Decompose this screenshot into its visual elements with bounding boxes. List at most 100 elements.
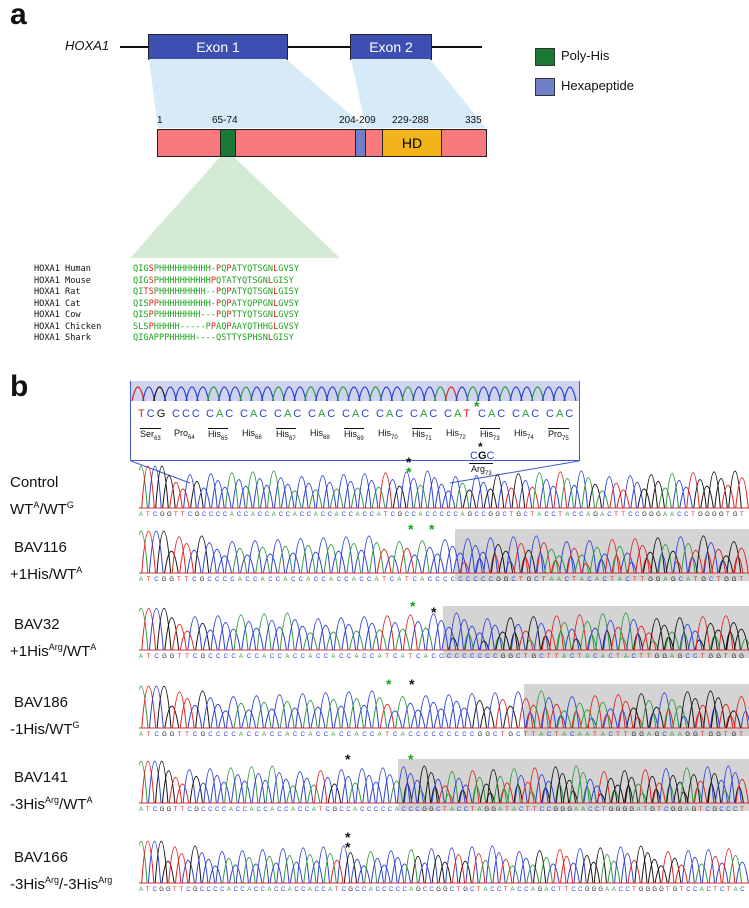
chromatogram-peak [464,626,480,651]
chromatogram-peak [407,554,422,574]
chromatogram-peak [195,690,210,729]
chromatogram-peak [465,770,480,804]
chromatogram-peak [310,706,326,729]
sample-name: BAV166 [14,849,68,866]
chromatogram-peak [141,608,157,651]
chromatogram-peak [581,477,596,509]
chromatogram-peak [604,539,620,574]
base-call: A [353,807,357,813]
chromatogram-peak [448,476,463,509]
base-call: C [470,654,475,660]
chromatogram-peak [343,481,358,509]
chromatogram-peak [487,625,503,651]
chromatogram-peak [364,851,378,884]
base-call: C [478,654,483,660]
base-call: A [663,577,667,583]
chromatogram-peak [174,853,189,884]
chromatogram-peak [672,705,688,729]
chromatogram-peak [427,477,442,509]
base-call: T [335,887,339,893]
sample-name: BAV116 [14,539,67,556]
base-call: T [185,732,189,738]
chromatogram-peak [652,782,666,804]
chromatogram-peak [233,703,249,729]
chromatogram-peak [301,483,316,509]
chromatogram-peak [588,484,603,509]
chromatogram-peak [357,473,372,509]
base-call: G [592,887,597,893]
chromatogram-peak [495,631,511,651]
chromatogram-peak [280,484,295,509]
base-call: A [335,512,339,518]
base-call: G [429,807,434,813]
base-call: C [436,807,441,813]
chromatogram-peak [187,704,203,729]
chromatogram-peak [459,784,473,804]
base-call: C [337,577,342,583]
base-call: C [389,887,394,893]
base-call: C [632,654,637,660]
chromatogram-peak [387,710,403,729]
chromatogram-peak [176,488,190,509]
base-call: A [424,654,428,660]
base-call: C [625,577,630,583]
base-call: C [481,512,486,518]
base-call: C [301,887,306,893]
chromatogram-peak [279,701,295,729]
chromatogram-peak [369,781,383,804]
chromatogram-peak [582,540,597,574]
chromatogram-peak [402,614,418,651]
chromatogram-peak [430,553,445,574]
chromatogram-peak [172,624,187,651]
chromatogram-peak [318,692,334,729]
chromatogram-peak [148,466,162,509]
chromatogram-peak [249,863,263,884]
base-call: C [202,512,207,518]
base-call: T [147,577,151,583]
chromatogram-peak [497,481,512,509]
chromatogram-peak [614,846,628,884]
zoom-peak [196,386,210,401]
alignment-sequence: QISPPHHHHHHHHHH-PQPATYQPPGNLGVSY [133,298,299,309]
chromatogram-peak [514,775,528,804]
legend-swatch-polyhis [535,48,555,66]
base-call: T [382,577,386,583]
chromatogram-peak [258,779,273,804]
zoom-peak [163,386,177,401]
chromatogram-peak [168,846,182,884]
base-call: C [188,512,193,518]
chromatogram-peak [544,549,559,574]
base-call: C [547,807,552,813]
chromatogram-peak [179,630,195,651]
chromatogram-peak [300,778,314,804]
base-call: T [457,887,461,893]
zoom-peak [498,386,512,401]
base-call: G [685,732,690,738]
base-call: G [193,887,198,893]
base-call: G [170,732,175,738]
base-call: C [344,577,349,583]
chromatogram-peak-secondary [740,711,749,729]
base-call: C [301,732,306,738]
base-call: A [678,732,682,738]
chromatogram-peak [472,700,488,729]
zoom-peak [541,386,555,401]
zoom-peak [239,386,253,401]
base-call: A [331,732,335,738]
zoom-frame [130,381,580,461]
chromatogram-peak [507,768,521,804]
chromatogram-peak [139,466,148,509]
base-call: C [381,807,386,813]
base-call: C [216,512,221,518]
base-call: A [352,577,356,583]
chromatogram-peak [410,779,425,804]
base-call: C [367,577,372,583]
chromatogram-peak [387,622,403,651]
base-call: C [326,807,331,813]
chromatogram-peak [728,855,743,884]
base-call: A [612,887,616,893]
chromatogram-peak [202,629,218,651]
zoom-peak [552,386,566,401]
